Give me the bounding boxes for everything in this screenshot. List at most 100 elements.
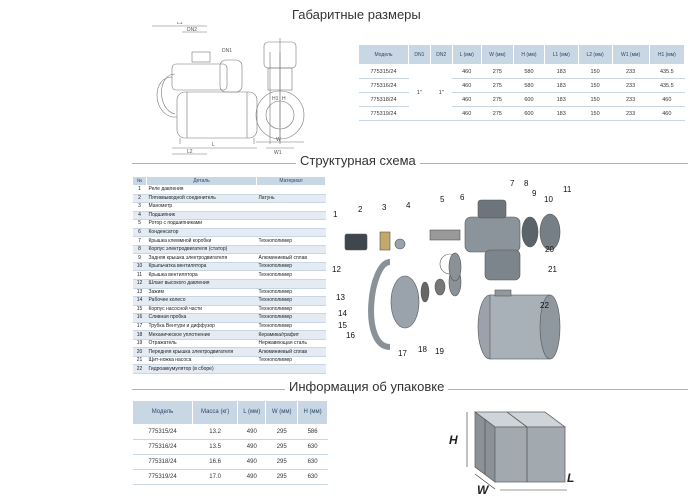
table-cell: 630 bbox=[297, 454, 328, 470]
table-cell: Реле давления bbox=[146, 185, 257, 195]
box-label-h: H bbox=[449, 433, 458, 447]
table-cell: 150 bbox=[578, 78, 612, 93]
table-row: 775315/24 1" 1" 460 275 580 183 150 233 … bbox=[358, 64, 685, 121]
callout-5: 5 bbox=[440, 195, 445, 204]
callout-17: 17 bbox=[398, 349, 407, 358]
col-header: H1 (мм) bbox=[648, 44, 686, 65]
table-cell: 18 bbox=[132, 330, 147, 340]
label-l: L bbox=[212, 142, 215, 148]
col-header: W1 (мм) bbox=[611, 44, 650, 65]
table-cell: 630 bbox=[297, 469, 328, 485]
table-cell: Технополимер bbox=[256, 296, 326, 306]
table-cell: 20 bbox=[132, 347, 147, 357]
packaging-header-row: Модель Масса (кг) L (мм) W (мм) H (мм) bbox=[132, 400, 328, 425]
col-header: W (мм) bbox=[480, 44, 515, 65]
callout-7: 7 bbox=[510, 179, 515, 188]
table-cell: 1" bbox=[408, 64, 431, 121]
table-cell: 580 bbox=[513, 64, 545, 79]
table-cell: Подшипник bbox=[146, 211, 257, 221]
box-label-w: W bbox=[477, 483, 490, 497]
label-h1: H1 bbox=[272, 96, 279, 102]
table-cell: Механическое уплотнение bbox=[146, 330, 257, 340]
table-cell: 775318/24 bbox=[132, 454, 193, 470]
callout-18: 18 bbox=[418, 345, 427, 354]
table-cell: Зажим bbox=[146, 288, 257, 298]
table-cell: 275 bbox=[481, 106, 514, 121]
table-cell: Задняя крышка электродвигателя bbox=[146, 253, 257, 263]
table-cell: Технополимер bbox=[256, 313, 326, 323]
table-cell: 183 bbox=[544, 64, 579, 79]
table-cell: Конденсатор bbox=[146, 228, 257, 238]
table-cell: 490 bbox=[237, 439, 266, 455]
table-cell: 295 bbox=[265, 439, 298, 455]
table-cell: 775319/24 bbox=[358, 106, 409, 121]
table-cell: 3 bbox=[132, 202, 147, 212]
table-row: 775316/24 460 275 580 183 150 233 435.5 bbox=[358, 78, 685, 93]
packaging-title: Информация об упаковке bbox=[285, 379, 449, 394]
table-cell: Нержавеющая сталь bbox=[256, 339, 326, 349]
table-cell: 9 bbox=[132, 253, 147, 263]
table-cell: 21 bbox=[132, 356, 147, 366]
table-row: 775318/24 460 275 600 183 150 233 460 bbox=[358, 92, 685, 107]
table-cell: Щит-ножка насоса bbox=[146, 356, 257, 366]
label-dn2: DN2 bbox=[187, 27, 197, 33]
callout-16: 16 bbox=[346, 331, 355, 340]
callout-3: 3 bbox=[382, 203, 387, 212]
table-cell: 13.2 bbox=[192, 424, 238, 440]
col-header: Модель bbox=[358, 44, 409, 65]
table-cell: 775318/24 bbox=[358, 92, 409, 107]
table-cell: 775315/24 bbox=[132, 424, 193, 440]
table-cell: 233 bbox=[612, 106, 650, 121]
table-cell: 22 bbox=[132, 364, 147, 375]
table-cell: Технополимер bbox=[256, 322, 326, 332]
table-cell: 600 bbox=[513, 92, 545, 107]
box-label-l: L bbox=[567, 471, 574, 485]
table-cell: Латунь bbox=[256, 194, 326, 204]
table-cell: Крыльчатка вентилятора bbox=[146, 262, 257, 272]
table-cell bbox=[256, 364, 326, 375]
table-cell: 4 bbox=[132, 211, 147, 221]
table-cell: 775316/24 bbox=[358, 78, 409, 93]
label-w1: W1 bbox=[274, 150, 282, 155]
table-cell: 10 bbox=[132, 262, 147, 272]
col-header: H (мм) bbox=[297, 400, 328, 425]
table-cell: Технополимер bbox=[256, 288, 326, 298]
table-cell: 19 bbox=[132, 339, 147, 349]
table-cell: 14 bbox=[132, 296, 147, 306]
table-cell: Сливная пробка bbox=[146, 313, 257, 323]
table-cell: 275 bbox=[481, 92, 514, 107]
table-cell: Корпус насосной части bbox=[146, 305, 257, 315]
callout-21: 21 bbox=[548, 265, 557, 274]
callout-13: 13 bbox=[336, 293, 345, 302]
table-cell: 630 bbox=[297, 439, 328, 455]
table-cell bbox=[256, 219, 326, 229]
table-cell: 150 bbox=[578, 64, 612, 79]
table-cell: Пятиквыводной соединитель bbox=[146, 194, 257, 204]
table-cell: 5 bbox=[132, 219, 147, 229]
table-cell: 233 bbox=[612, 64, 650, 79]
col-header: DN2 bbox=[429, 44, 453, 65]
table-cell: 7 bbox=[132, 236, 147, 246]
table-cell bbox=[256, 228, 326, 238]
table-cell: 275 bbox=[481, 78, 514, 93]
table-cell: 6 bbox=[132, 228, 147, 238]
table-cell: 150 bbox=[578, 92, 612, 107]
col-header: H (мм) bbox=[513, 44, 545, 65]
callout-19: 19 bbox=[435, 347, 444, 356]
table-cell: Отражатель bbox=[146, 339, 257, 349]
